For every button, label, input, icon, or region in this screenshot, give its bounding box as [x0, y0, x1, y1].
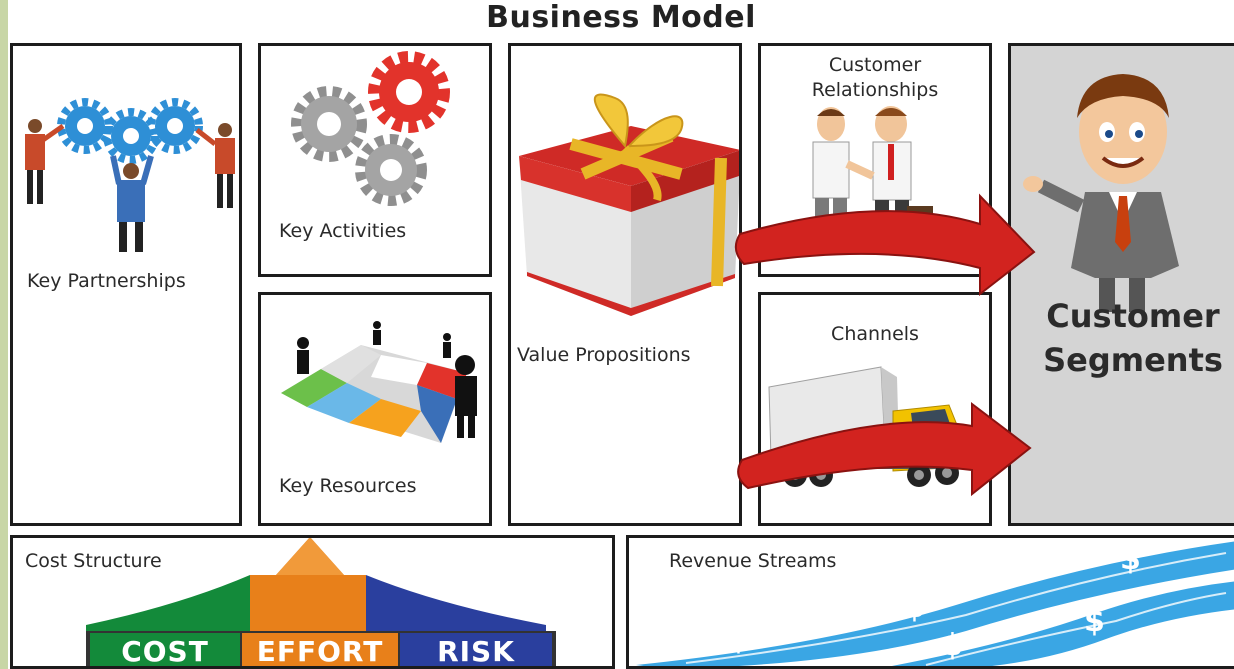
key-resources-block: Key Resources — [258, 292, 492, 526]
cost-bar-label: COST — [121, 635, 209, 668]
dollar-sign: $ — [904, 590, 925, 625]
dollar-sign: $ — [1084, 604, 1105, 639]
revenue-streams-block: Revenue Streams $ $ $ $ $ — [626, 535, 1234, 669]
pyramid-icon: COST EFFORT RISK — [86, 538, 556, 668]
customer-segments-label-line1: Customer — [1046, 297, 1220, 335]
key-activities-block: Key Activities — [258, 43, 492, 277]
gears-icon — [291, 51, 450, 206]
dollar-sign: $ — [942, 628, 963, 663]
dollar-sign: $ — [1120, 542, 1141, 577]
puzzle-people-icon — [281, 321, 477, 443]
money-river-icon: $ $ $ $ $ — [636, 541, 1234, 666]
key-partnerships-label: Key Partnerships — [27, 270, 186, 292]
key-resources-label: Key Resources — [279, 475, 417, 497]
gears-team-icon — [25, 98, 235, 252]
business-model-canvas: Business Model — [8, 0, 1234, 669]
relationships-arrow-icon — [734, 193, 1036, 297]
customer-relationships-label-line2: Relationships — [811, 79, 939, 101]
value-propositions-block: Value Propositions — [508, 43, 742, 526]
cost-structure-label: Cost Structure — [25, 550, 162, 572]
key-partnerships-block: Key Partnerships — [10, 43, 242, 526]
effort-bar-label: EFFORT — [257, 635, 384, 668]
channels-arrow-icon — [737, 401, 1032, 497]
dollar-sign: $ — [728, 622, 749, 657]
page-title: Business Model — [486, 0, 756, 35]
cost-structure-block: Cost Structure COST EFFORT RISK — [10, 535, 615, 669]
channels-label: Channels — [831, 323, 919, 345]
risk-bar-label: RISK — [437, 635, 515, 668]
customer-segments-label: Customer Segments — [1030, 294, 1234, 382]
revenue-streams-label: Revenue Streams — [669, 550, 837, 572]
customer-segments-block — [1008, 43, 1234, 526]
gift-box-icon — [519, 93, 739, 316]
value-propositions-label: Value Propositions — [517, 344, 691, 366]
key-activities-label: Key Activities — [279, 220, 407, 242]
customer-segments-label-line2: Segments — [1043, 341, 1223, 379]
businessman-icon — [1023, 74, 1179, 312]
customer-relationships-label-line1: Customer — [828, 54, 922, 76]
